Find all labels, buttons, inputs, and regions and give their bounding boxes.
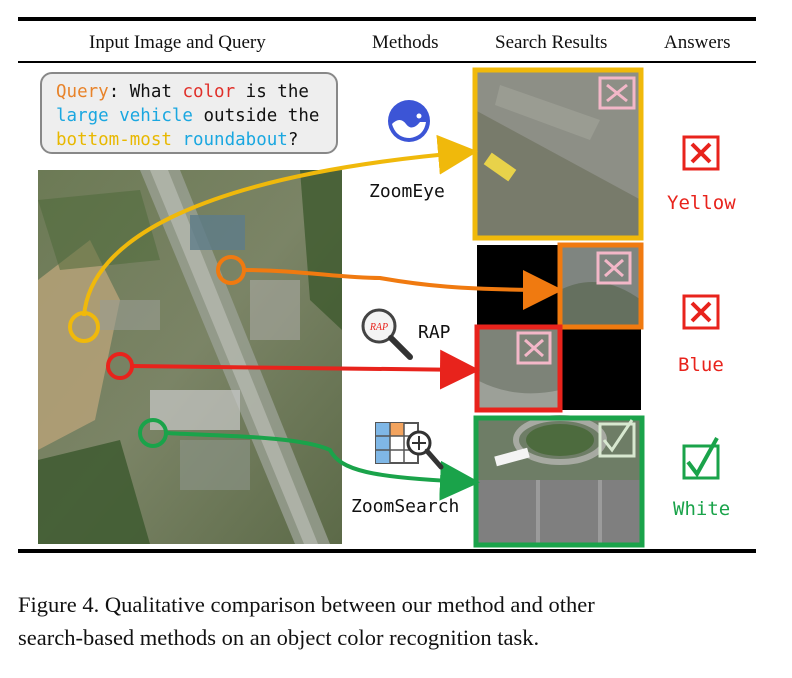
header-rule — [18, 61, 756, 63]
query-text: ? — [287, 130, 299, 150]
zoomsearch-check-icon — [598, 422, 636, 458]
query-label: Query — [56, 82, 109, 102]
query-text: is the — [235, 82, 309, 102]
answer-zoomsearch: White — [673, 498, 731, 520]
zoomeye-cross-icon — [598, 76, 636, 110]
header-methods: Methods — [372, 32, 439, 53]
header-results: Search Results — [495, 32, 608, 53]
header-answers: Answers — [664, 32, 731, 53]
caption-line-2: search-based methods on an object color … — [18, 625, 540, 650]
query-keyword-roundabout: roundabout — [182, 130, 288, 150]
method-label-rap: RAP — [418, 322, 451, 343]
answer-rap: Blue — [678, 354, 724, 376]
white-vehicle — [494, 447, 530, 467]
top-rule — [18, 17, 756, 21]
query-keyword-vehicle: large vehicle — [56, 106, 193, 126]
zoomeye-arrow — [82, 134, 478, 317]
rap-location-marker-b — [106, 352, 134, 380]
rap-arrow-a — [243, 268, 563, 310]
figure-caption: Figure 4. Qualitative comparison between… — [18, 588, 778, 654]
yellow-vehicle — [483, 152, 517, 182]
zoomeye-logo-icon — [388, 100, 430, 142]
aerial-input-image — [38, 170, 342, 544]
rap-magnifier-icon: RAP — [361, 308, 413, 360]
header-input: Input Image and Query — [89, 32, 266, 53]
method-label-zoomsearch: ZoomSearch — [351, 496, 460, 517]
caption-line-1: Figure 4. Qualitative comparison between… — [18, 592, 595, 617]
zoomsearch-location-marker — [138, 418, 168, 448]
bottom-rule — [18, 549, 756, 553]
query-keyword-position: bottom-most — [56, 130, 172, 150]
zoomeye-location-marker — [68, 311, 100, 343]
wrong-answer-icon — [682, 135, 720, 171]
query-text: What — [129, 82, 183, 102]
query-text: outside the — [192, 106, 320, 126]
rap-location-marker-a — [216, 255, 246, 285]
zoomsearch-grid-magnifier-icon — [375, 422, 444, 470]
rap-icon-text: RAP — [369, 322, 388, 333]
rap-cross-icon-b — [516, 331, 552, 365]
answer-zoomeye: Yellow — [667, 192, 736, 214]
query-box: Query: What color is the large vehicle o… — [40, 72, 338, 154]
method-label-zoomeye: ZoomEye — [369, 181, 445, 202]
correct-answer-icon — [682, 437, 720, 480]
rap-cross-icon-a — [596, 251, 632, 285]
wrong-answer-icon — [682, 294, 720, 330]
query-keyword-color: color — [182, 82, 236, 102]
rap-arrow-b — [130, 349, 480, 390]
zoomsearch-arrow — [165, 431, 480, 501]
